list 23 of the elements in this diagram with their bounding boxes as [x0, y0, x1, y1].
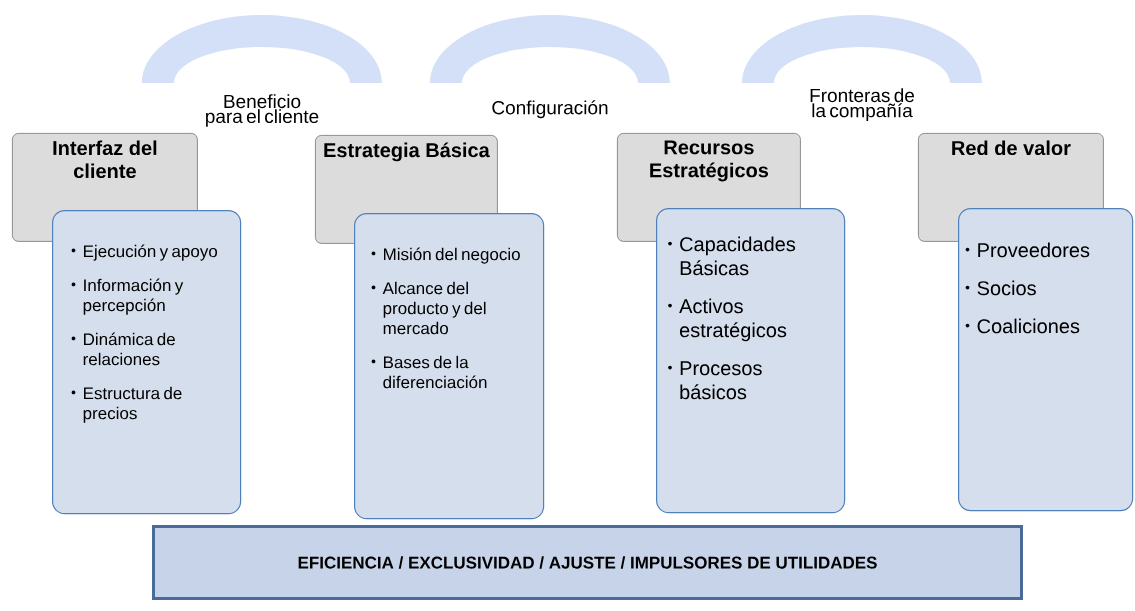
- bullet-item: Coaliciones: [965, 318, 1080, 334]
- node-label: Beneficio para el cliente: [206, 94, 319, 127]
- banner-box: EFICIENCIA / EXCLUSIVIDAD / AJUSTE / IMPULSORES DE UTILIDADES: [152, 525, 1023, 600]
- bullet-item: Activos estratégicos: [668, 298, 787, 342]
- bullet-item: Ejecución y apoyo: [71, 244, 218, 261]
- node-label: Configuración: [492, 100, 608, 119]
- bridge-arc: Fronteras de la compañía: [742, 15, 982, 122]
- bullet-item: Procesos básicos: [668, 361, 762, 400]
- bullet-item: Socios: [965, 280, 1036, 296]
- node-label: Fronteras de la compañía: [810, 88, 915, 122]
- bullet-item: Proveedores: [965, 242, 1090, 258]
- bullet-item: Alcance del producto y del mercado: [371, 281, 486, 335]
- bullet-item: Bases de la diferenciación: [371, 355, 487, 389]
- list-box: [958, 208, 1134, 512]
- bullet-item: Dinámica de relaciones: [71, 332, 175, 366]
- bullet-item: Misión del negocio: [371, 247, 520, 264]
- bullet-item: Estructura de precios: [71, 386, 182, 423]
- bridge-arc: Beneficio para el cliente: [142, 15, 382, 127]
- list-box: [52, 210, 242, 515]
- bullet-item: Información y percepción: [71, 278, 184, 315]
- list-box: [354, 213, 545, 520]
- list-box: [656, 208, 846, 514]
- bridge-arc: Configuración: [430, 15, 670, 119]
